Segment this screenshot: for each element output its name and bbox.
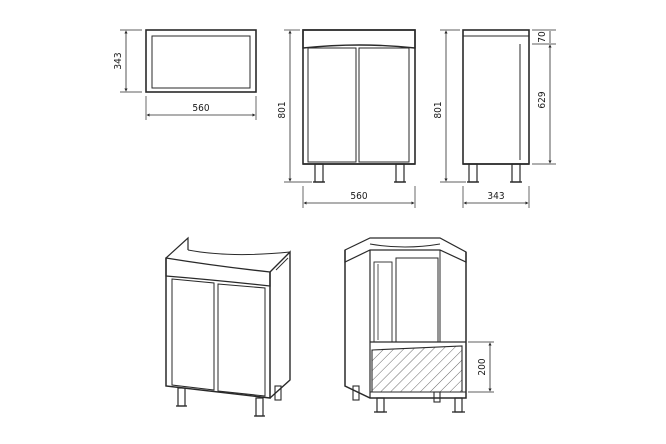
iso-closed-leg-back-right	[274, 385, 282, 401]
front-view-height-label: 801	[277, 101, 288, 118]
front-view-top-panel	[302, 29, 416, 49]
side-view-top-label: 70	[537, 31, 548, 43]
front-view-right-door	[358, 47, 410, 163]
side-view-back-leg	[511, 163, 521, 183]
iso-closed-right-door	[217, 283, 266, 397]
iso-open-leg-front-right	[454, 397, 463, 413]
iso-open-leg-front-left	[376, 397, 385, 413]
top-view-inner-outline	[151, 35, 251, 89]
side-view-front-leg	[468, 163, 478, 183]
side-view-depth-label: 343	[487, 191, 504, 202]
iso-closed-left-door	[171, 278, 215, 391]
front-view-right-leg	[395, 163, 405, 183]
iso-closed-body	[165, 258, 271, 399]
front-view: 801 560	[277, 29, 416, 208]
iso-open-basin-top	[369, 243, 441, 248]
isometric-closed-view	[165, 236, 291, 417]
isometric-open-view: 200	[344, 237, 494, 413]
iso-closed-leg-front-left	[177, 387, 186, 407]
front-view-left-leg	[314, 163, 324, 183]
side-view-height-label: 801	[433, 101, 444, 118]
iso-open-leg-back-right	[433, 391, 441, 403]
iso-open-hatched-bottom	[371, 345, 463, 393]
iso-closed-leg-front-right	[255, 397, 264, 417]
side-view: 801 70 629 343	[433, 29, 556, 208]
iso-open-back-panel-right	[395, 257, 439, 343]
top-view-width-label: 560	[192, 103, 209, 114]
top-view-outline	[145, 29, 257, 93]
iso-open-leg-back-left	[352, 385, 360, 401]
side-view-body	[462, 29, 530, 165]
front-view-width-label: 560	[350, 191, 367, 202]
iso-closed-top-panel	[165, 257, 271, 287]
top-view: 343 560	[113, 29, 257, 120]
top-view-depth-label: 343	[113, 52, 124, 69]
iso-open-shelf-height-label: 200	[477, 358, 488, 375]
iso-open-back-panel-left	[373, 261, 393, 343]
front-view-left-door	[307, 47, 357, 163]
iso-closed-basin-rim	[187, 249, 291, 256]
side-view-body-label: 629	[537, 91, 548, 108]
